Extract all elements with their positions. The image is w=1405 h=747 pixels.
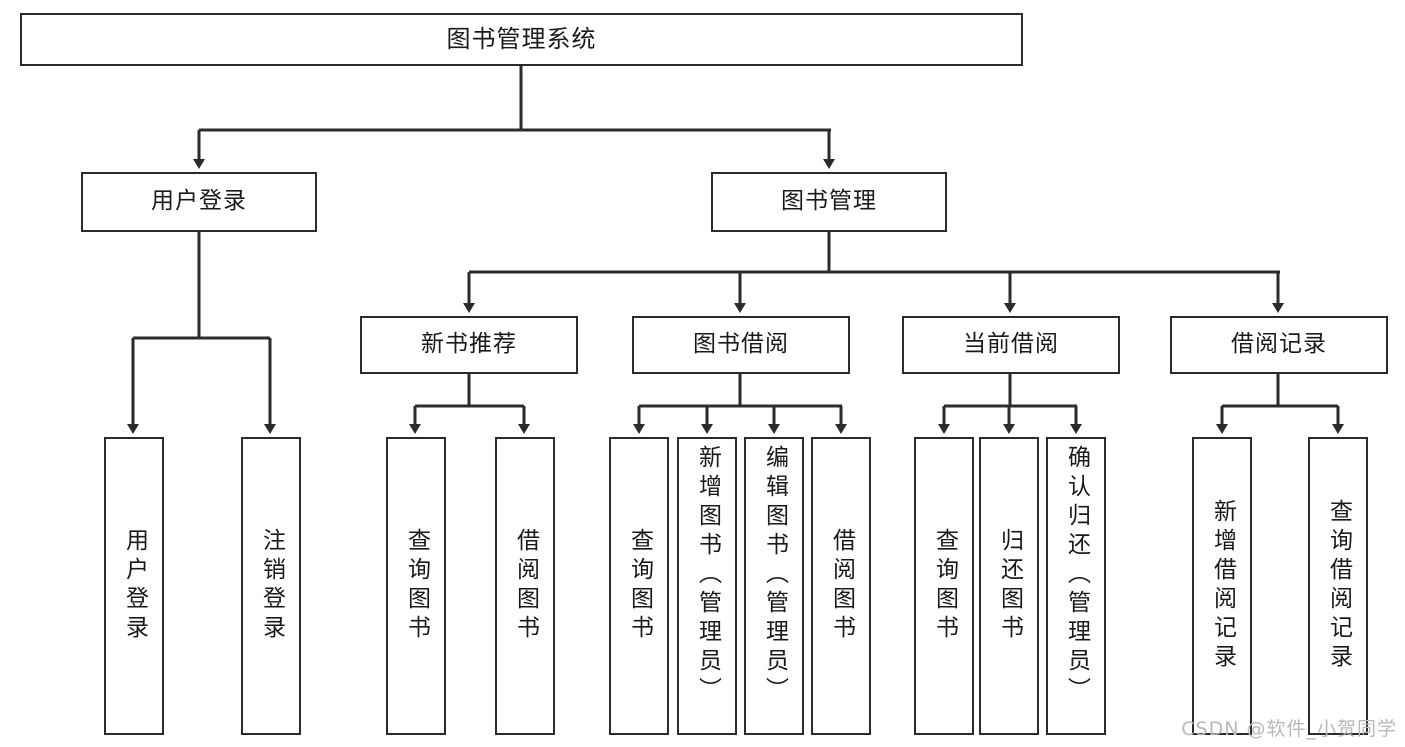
node-label: 图书管理 <box>781 188 877 215</box>
node-leaf-edit-book-admin[interactable]: 编辑图书（管理员） <box>744 437 804 735</box>
node-label: 借阅图书 <box>828 528 855 644</box>
node-label: 借阅图书 <box>512 528 539 644</box>
node-label: 新增图书（管理员） <box>694 445 721 706</box>
node-label: 用户登录 <box>151 188 247 215</box>
node-leaf-return-book[interactable]: 归还图书 <box>979 437 1039 735</box>
node-label: 图书借阅 <box>693 331 789 358</box>
node-current-borrow[interactable]: 当前借阅 <box>902 316 1120 374</box>
node-borrow-record[interactable]: 借阅记录 <box>1170 316 1388 374</box>
node-book-borrow[interactable]: 图书借阅 <box>632 316 850 374</box>
node-leaf-add-book-admin[interactable]: 新增图书（管理员） <box>677 437 737 735</box>
node-new-book-recommend[interactable]: 新书推荐 <box>360 316 578 374</box>
node-leaf-query-borrow-record[interactable]: 查询借阅记录 <box>1308 437 1368 735</box>
node-label: 确认归还（管理员） <box>1063 445 1090 706</box>
node-leaf-user-login[interactable]: 用户登录 <box>104 437 164 735</box>
node-label: 当前借阅 <box>963 331 1059 358</box>
csdn-watermark: CSDN @软件_小贺同学 <box>1181 718 1397 740</box>
node-user-login[interactable]: 用户登录 <box>81 172 317 232</box>
node-label: 图书管理系统 <box>446 25 597 54</box>
node-label: 注销登录 <box>258 528 285 644</box>
node-leaf-add-borrow-record[interactable]: 新增借阅记录 <box>1192 437 1252 735</box>
node-leaf-confirm-return-admin[interactable]: 确认归还（管理员） <box>1046 437 1106 735</box>
node-leaf-borrow-book-recommend[interactable]: 借阅图书 <box>495 437 555 735</box>
node-leaf-borrow-book-borrow[interactable]: 借阅图书 <box>811 437 871 735</box>
node-label: 归还图书 <box>996 528 1023 644</box>
node-label: 新书推荐 <box>421 331 517 358</box>
node-label: 查询借阅记录 <box>1325 499 1352 673</box>
node-book-management[interactable]: 图书管理 <box>711 172 947 232</box>
node-label: 编辑图书（管理员） <box>761 445 788 706</box>
node-leaf-query-book-borrow[interactable]: 查询图书 <box>609 437 669 735</box>
node-leaf-query-book-current[interactable]: 查询图书 <box>914 437 974 735</box>
node-label: 用户登录 <box>121 528 148 644</box>
node-label: 查询图书 <box>403 528 430 644</box>
node-label: 新增借阅记录 <box>1209 499 1236 673</box>
node-root-book-management-system[interactable]: 图书管理系统 <box>20 13 1023 66</box>
node-label: 查询图书 <box>626 528 653 644</box>
node-label: 借阅记录 <box>1231 331 1327 358</box>
node-leaf-query-book-recommend[interactable]: 查询图书 <box>386 437 446 735</box>
node-leaf-logout-login[interactable]: 注销登录 <box>241 437 301 735</box>
node-label: 查询图书 <box>931 528 958 644</box>
